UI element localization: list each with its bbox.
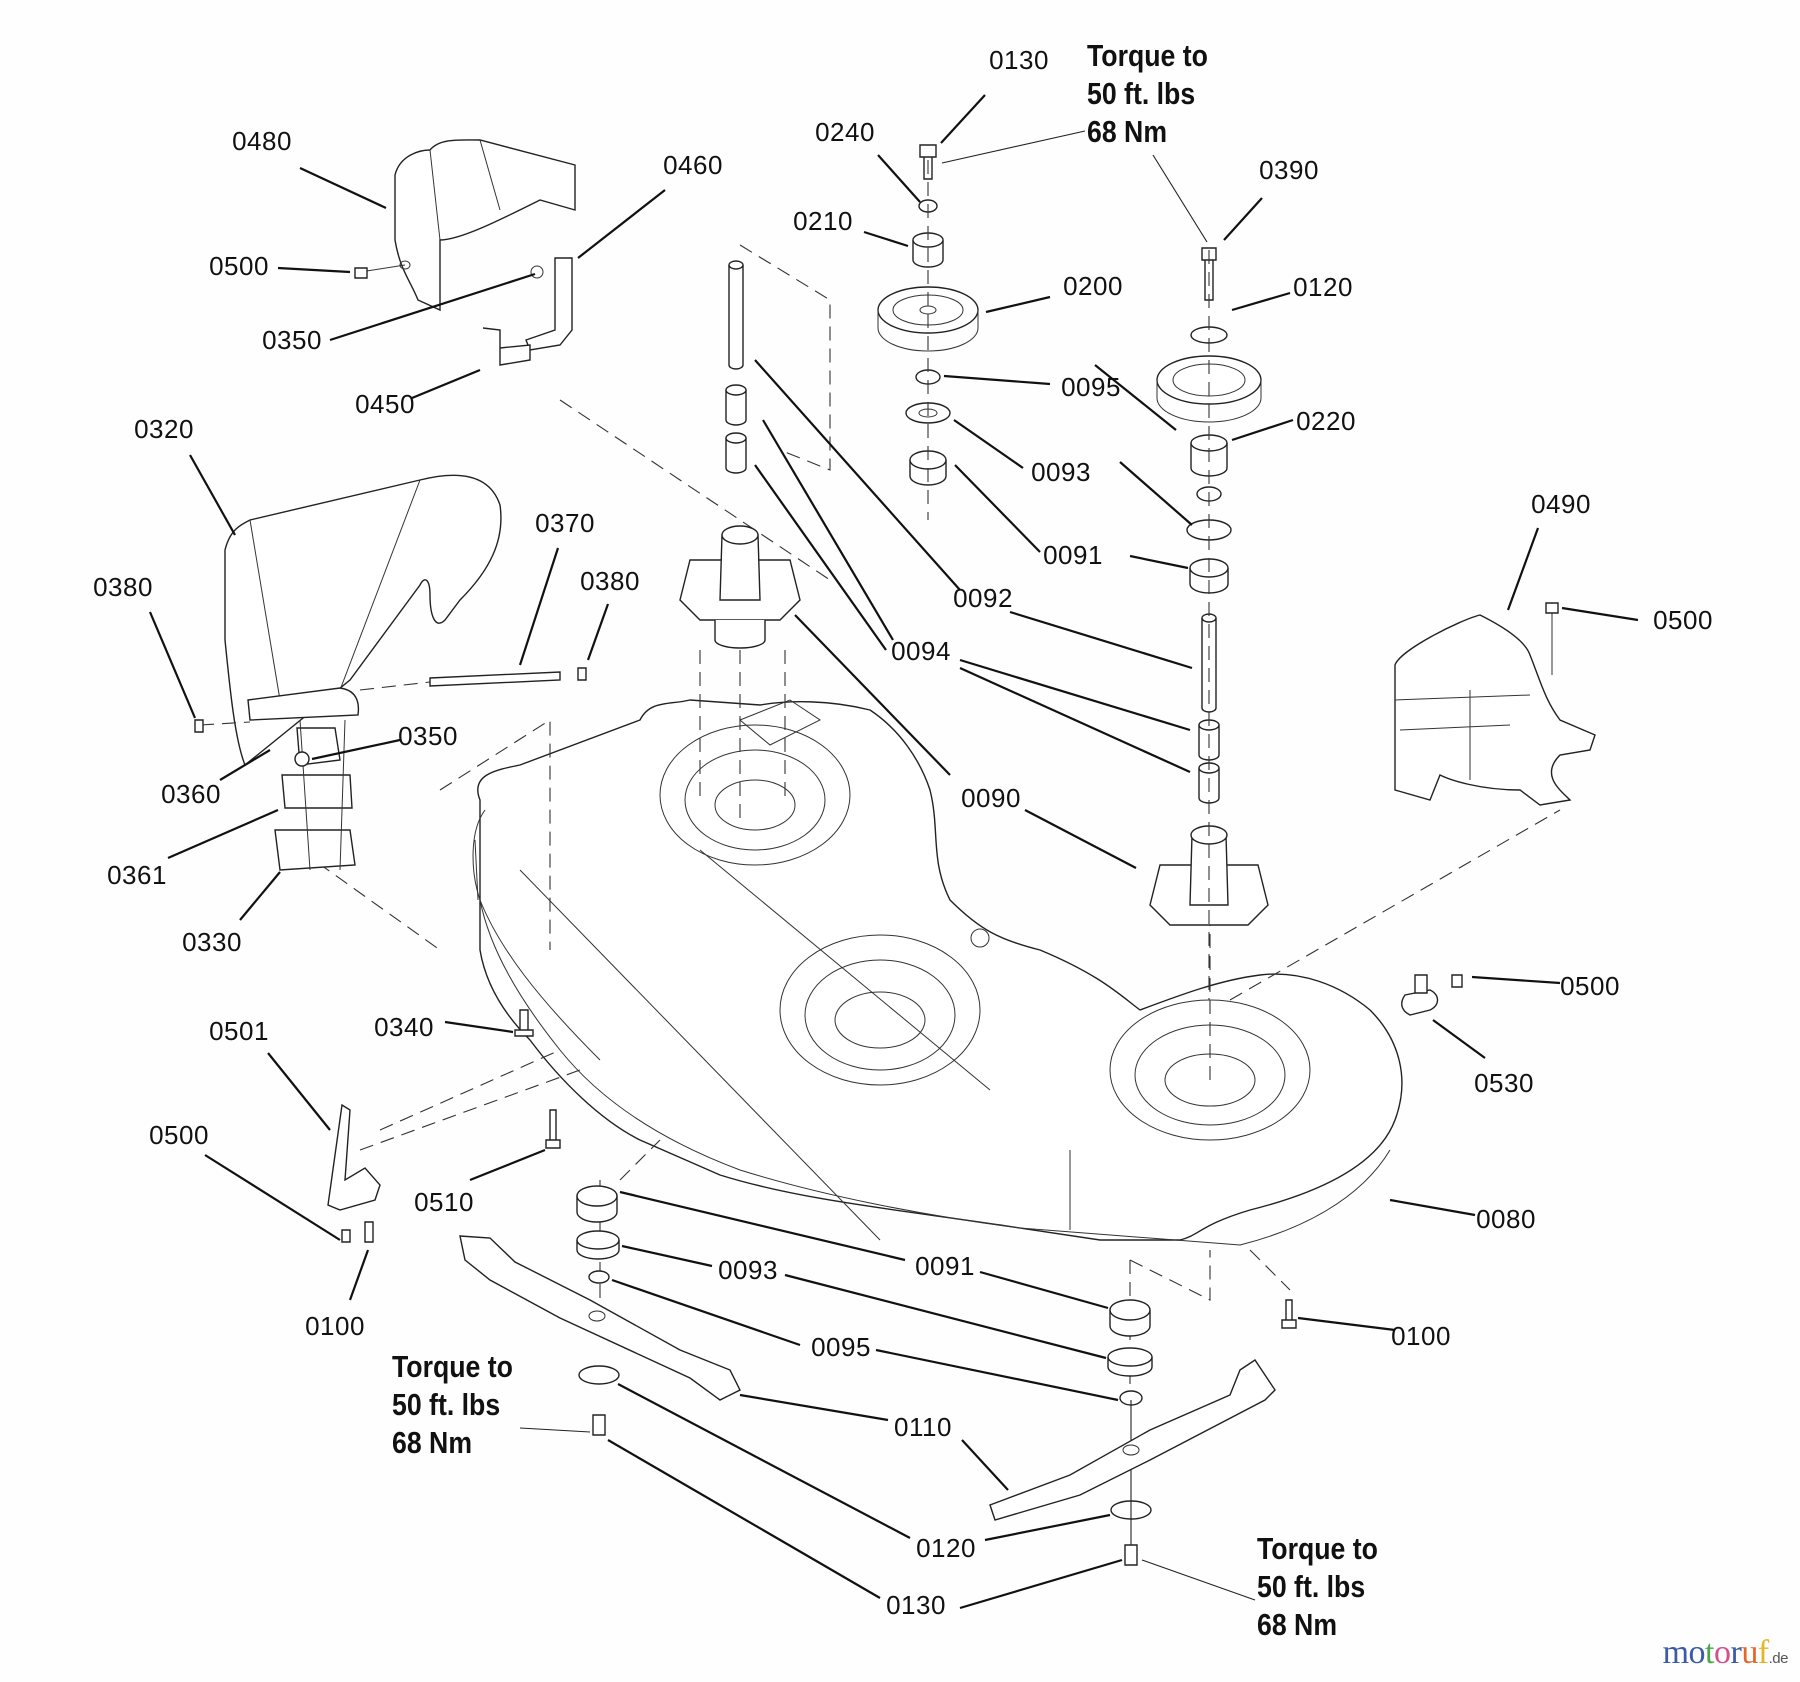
callout-0100-left[interactable]: 0100 — [305, 1311, 365, 1341]
callout-0090[interactable]: 0090 — [961, 783, 1021, 813]
watermark-letter: t — [1705, 1634, 1714, 1671]
callout-0094[interactable]: 0094 — [891, 636, 951, 666]
callout-0350-chute[interactable]: 0350 — [398, 721, 458, 751]
fastener-0510[interactable] — [545, 1109, 561, 1149]
torque-note-top: Torque to 50 ft. lbs 68 Nm — [1087, 37, 1208, 151]
blade-left[interactable] — [459, 1235, 741, 1401]
callout-0500-deflector[interactable]: 0500 — [149, 1120, 209, 1150]
callout-0092[interactable]: 0092 — [953, 583, 1013, 613]
callout-0380-right[interactable]: 0380 — [580, 566, 640, 596]
fastener-0530[interactable] — [1401, 974, 1463, 1016]
watermark-letter: o — [1713, 1634, 1731, 1671]
lower-right-stack[interactable] — [1107, 1299, 1153, 1566]
callout-0460[interactable]: 0460 — [663, 150, 723, 180]
callout-0210[interactable]: 0210 — [793, 206, 853, 236]
callout-0091-top[interactable]: 0091 — [1043, 540, 1103, 570]
callout-0080[interactable]: 0080 — [1476, 1204, 1536, 1234]
callout-0091-bottom[interactable]: 0091 — [915, 1251, 975, 1281]
discharge-chute[interactable] — [224, 474, 502, 767]
callout-0500-deck-right[interactable]: 0500 — [1560, 971, 1620, 1001]
callout-0530[interactable]: 0530 — [1474, 1068, 1534, 1098]
left-shaft-stack[interactable] — [725, 260, 747, 474]
callout-0490[interactable]: 0490 — [1531, 489, 1591, 519]
callout-0220[interactable]: 0220 — [1296, 406, 1356, 436]
right-spindle-stack[interactable] — [1149, 247, 1269, 1000]
callout-0510[interactable]: 0510 — [414, 1187, 474, 1217]
callout-0120-top[interactable]: 0120 — [1293, 272, 1353, 302]
callout-0120-bottom[interactable]: 0120 — [916, 1533, 976, 1563]
watermark-letter: m — [1662, 1634, 1689, 1671]
torque-line: 50 ft. lbs — [1257, 1569, 1366, 1604]
callout-0390[interactable]: 0390 — [1259, 155, 1319, 185]
callout-0093-bottom[interactable]: 0093 — [718, 1255, 778, 1285]
fastener-0100-right[interactable] — [1281, 1299, 1297, 1329]
bracket-0460[interactable] — [525, 257, 573, 351]
torque-line: 68 Nm — [1087, 114, 1168, 149]
torque-line: Torque to — [1087, 38, 1208, 73]
callout-0130-top[interactable]: 0130 — [989, 45, 1049, 75]
chute-bracket-assembly[interactable] — [274, 719, 356, 871]
callout-0240[interactable]: 0240 — [815, 117, 875, 147]
callout-0350-top[interactable]: 0350 — [262, 325, 322, 355]
watermark-letter: u — [1741, 1634, 1758, 1671]
callout-0500-cover-left[interactable]: 0500 — [209, 251, 269, 281]
torque-line: 68 Nm — [1257, 1607, 1338, 1642]
deck-housing[interactable] — [472, 699, 1403, 1246]
callout-0501[interactable]: 0501 — [209, 1016, 269, 1046]
torque-line: Torque to — [1257, 1531, 1378, 1566]
callout-0095-top[interactable]: 0095 — [1061, 372, 1121, 402]
blade-right[interactable] — [989, 1359, 1276, 1521]
callout-0480[interactable]: 0480 — [232, 126, 292, 156]
callout-0095-bottom[interactable]: 0095 — [811, 1332, 871, 1362]
torque-line: 68 Nm — [392, 1425, 473, 1460]
callout-0450[interactable]: 0450 — [355, 389, 415, 419]
callout-0361[interactable]: 0361 — [107, 860, 167, 890]
watermark-tld: .de — [1768, 1650, 1789, 1667]
lower-left-stack[interactable] — [576, 1185, 620, 1436]
callout-0130-bottom[interactable]: 0130 — [886, 1590, 946, 1620]
callout-0200[interactable]: 0200 — [1063, 271, 1123, 301]
torque-note-bottom-right: Torque to 50 ft. lbs 68 Nm — [1257, 1530, 1378, 1644]
callout-0360[interactable]: 0360 — [161, 779, 221, 809]
spindle-housing-left[interactable] — [679, 525, 801, 649]
watermark-letter: r — [1730, 1634, 1742, 1671]
callout-0093-top[interactable]: 0093 — [1031, 457, 1091, 487]
callout-0330[interactable]: 0330 — [182, 927, 242, 957]
callout-0380-left[interactable]: 0380 — [93, 572, 153, 602]
bracket-0450[interactable] — [482, 327, 531, 366]
torque-note-bottom-left: Torque to 50 ft. lbs 68 Nm — [392, 1348, 513, 1462]
torque-line: 50 ft. lbs — [392, 1387, 501, 1422]
callout-0500-cover-right[interactable]: 0500 — [1653, 605, 1713, 635]
leader-lines — [148, 94, 1639, 1610]
callout-0340[interactable]: 0340 — [374, 1012, 434, 1042]
callout-0320[interactable]: 0320 — [134, 414, 194, 444]
torque-line: Torque to — [392, 1349, 513, 1384]
chute-rod[interactable] — [194, 667, 587, 733]
torque-leader-lines — [519, 130, 1256, 1601]
callout-0370[interactable]: 0370 — [535, 508, 595, 538]
fastener-0340[interactable] — [514, 1009, 534, 1037]
watermark-letter: o — [1688, 1634, 1706, 1671]
pulley-cover-right[interactable] — [1394, 602, 1596, 806]
left-spindle-stack[interactable] — [877, 144, 979, 520]
deflector-0501[interactable] — [327, 1103, 381, 1243]
watermark-letter: f — [1757, 1634, 1769, 1671]
callout-0100-right[interactable]: 0100 — [1391, 1321, 1451, 1351]
pulley-cover-left[interactable] — [354, 139, 576, 312]
motoruf-watermark: motoruf.de — [1662, 1634, 1789, 1672]
torque-line: 50 ft. lbs — [1087, 76, 1196, 111]
callout-0110[interactable]: 0110 — [894, 1412, 952, 1442]
